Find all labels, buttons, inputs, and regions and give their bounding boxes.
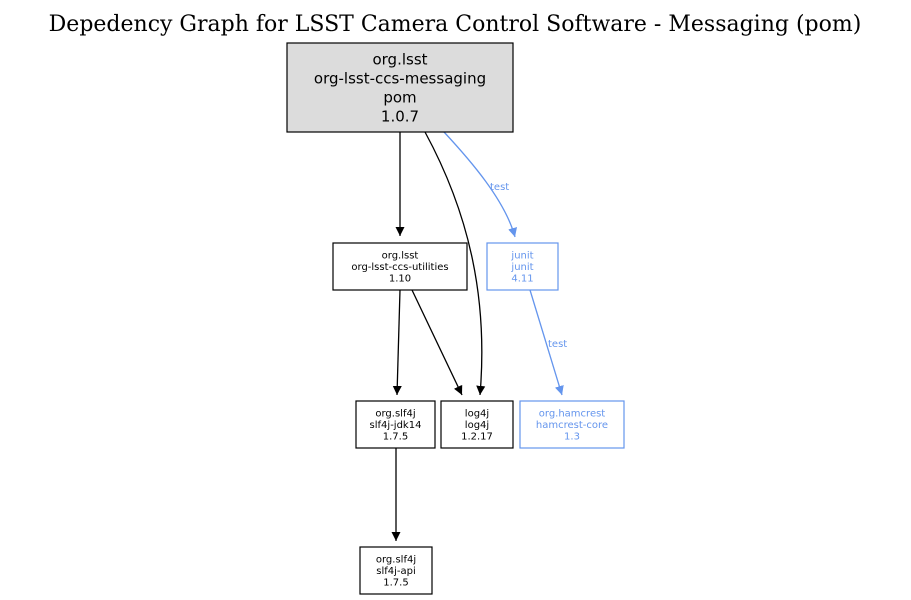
node-label-line: org-lsst-ccs-utilities — [351, 262, 448, 273]
graph-title: Depedency Graph for LSST Camera Control … — [49, 12, 862, 37]
node-label-line: junit — [510, 262, 533, 273]
node-label-line: 1.10 — [389, 273, 411, 284]
edge-label: test — [490, 182, 509, 193]
edge-root-to-junit — [443, 131, 518, 238]
edge-root-to-log4j — [424, 131, 486, 396]
node-label-line: org.lsst — [382, 250, 419, 261]
node-box — [355, 400, 436, 449]
node-label-line: 1.0.7 — [381, 108, 419, 126]
node-label-line: junit — [510, 250, 533, 261]
edge-utilities-to-slf4j-jdk14 — [392, 289, 402, 396]
node-label-line: org.slf4j — [375, 408, 415, 419]
edge-junit-to-hamcrest — [529, 289, 564, 396]
node-box — [286, 42, 514, 133]
node-label-line: 1.3 — [564, 431, 580, 442]
node-label-line: org-lsst-ccs-messaging — [314, 70, 486, 88]
node-label-line: log4j — [465, 420, 489, 431]
node-label-line: slf4j-jdk14 — [370, 420, 422, 431]
edges-layer: test test — [391, 131, 567, 541]
node-label-line: 1.7.5 — [383, 431, 408, 442]
node-label-line: log4j — [465, 408, 489, 419]
node-label-line: 1.7.5 — [383, 577, 408, 588]
node-label-line: org.slf4j — [376, 554, 416, 565]
node-label-line: pom — [383, 89, 416, 107]
node-box — [440, 400, 514, 449]
node-label-line: slf4j-api — [376, 566, 416, 577]
node-label-line: 4.11 — [511, 273, 533, 284]
node-label-line: 1.2.17 — [461, 431, 493, 442]
node-box — [332, 242, 468, 291]
nodes-layer: org.lsstorg-lsst-ccs-messagingpom1.0.7or… — [286, 42, 625, 595]
node-box — [359, 546, 433, 595]
edge-label: test — [548, 339, 567, 350]
node-box — [486, 242, 559, 291]
node-label-line: org.hamcrest — [539, 408, 606, 419]
node-label-line: hamcrest-core — [536, 420, 608, 431]
node-box — [519, 400, 625, 449]
node-label-line: org.lsst — [372, 51, 427, 69]
edge-utilities-to-log4j — [411, 289, 463, 396]
